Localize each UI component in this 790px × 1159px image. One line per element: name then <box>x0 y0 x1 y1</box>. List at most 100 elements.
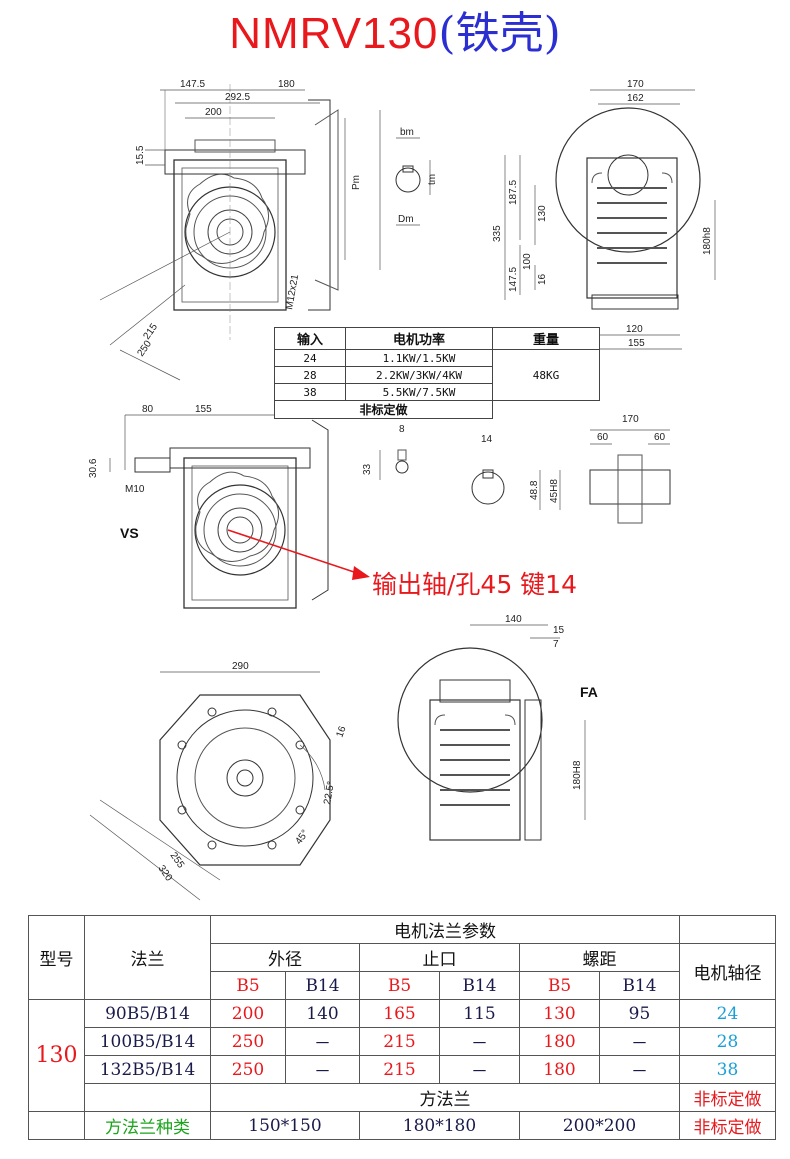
power-cell: 1.1KW/1.5KW <box>345 349 493 367</box>
value-cell: － <box>439 1055 520 1084</box>
blank-cell <box>84 1083 211 1112</box>
dim-text: 45H8 <box>549 479 560 503</box>
ratio-cell: 24 <box>274 349 346 367</box>
value-cell: － <box>285 1055 360 1084</box>
value-cell: － <box>599 1055 680 1084</box>
value-cell: － <box>285 1027 360 1056</box>
blank-cell <box>679 915 776 944</box>
dim-text: 120 <box>626 324 643 335</box>
value-cell: 215 <box>359 1055 440 1084</box>
table-row: 非标定做 <box>274 400 600 419</box>
header-shaft: 电机轴径 <box>679 943 776 1000</box>
dim-text: 16 <box>537 273 548 285</box>
fa-label: FA <box>580 684 598 700</box>
table-row: 100B5/B14 250 － 215 － 180 － 28 <box>29 1027 776 1056</box>
table-row: 38 5.5KW/7.5KW <box>274 383 600 401</box>
technical-drawing: VS FA 147.5 180 292.5 200 15.5 bm tm Dm … <box>88 79 716 901</box>
header-power: 电机功率 <box>345 327 493 350</box>
weight-cell: 48KG <box>492 349 600 401</box>
dim-text: 180h8 <box>702 227 713 255</box>
custom-cell: 非标定做 <box>679 1111 776 1140</box>
square-type-cell: 150*150 <box>210 1111 360 1140</box>
model-cell: 130 <box>28 999 85 1112</box>
table-row: 130 90B5/B14 200 140 165 115 130 95 24 <box>28 999 776 1112</box>
vs-key-diagram <box>379 449 561 510</box>
dim-text: 180 <box>278 79 295 90</box>
header-model: 型号 <box>28 915 85 1000</box>
flange-cell: 90B5/B14 <box>84 999 211 1028</box>
ratio-cell: 28 <box>274 366 346 384</box>
table-row: 132B5/B14 250 － 215 － 180 － 38 <box>29 1055 776 1084</box>
custom-cell: 非标定做 <box>274 400 493 419</box>
dim-text: 7 <box>553 639 559 650</box>
value-cell: 200 <box>210 999 286 1028</box>
square-flange-header: 方法兰 <box>210 1083 680 1112</box>
dim-text: 130 <box>537 205 548 222</box>
header-weight: 重量 <box>492 327 600 350</box>
dim-text: 140 <box>505 614 522 625</box>
dim-text: 80 <box>142 404 154 415</box>
dim-text: 200 <box>205 107 222 118</box>
dim-text: 48.8 <box>529 480 540 500</box>
dim-text: 147.5 <box>180 79 205 90</box>
dim-text: Pm <box>351 175 362 190</box>
header-outer: 外径 <box>210 943 360 972</box>
table-header-row: 输入 电机功率 重量 <box>274 327 600 350</box>
dim-text: 33 <box>362 463 373 475</box>
value-cell: 115 <box>439 999 520 1028</box>
value-cell: 130 <box>519 999 600 1028</box>
value-cell: 180 <box>519 1055 600 1084</box>
shaft-key-diagram <box>379 110 431 270</box>
table-row: 型号 法兰 电机法兰参数 <box>28 915 776 1000</box>
custom-cell: 非标定做 <box>679 1083 776 1112</box>
dim-text: 335 <box>492 225 503 242</box>
flange-cell: 132B5/B14 <box>84 1055 211 1084</box>
vs-label: VS <box>120 525 139 541</box>
flange-cell: 100B5/B14 <box>84 1027 211 1056</box>
sub-b14: B14 <box>285 971 360 1000</box>
dim-text: Dm <box>398 214 414 225</box>
output-shaft-note: 输出轴/孔45 键14 <box>372 570 577 599</box>
dim-text: 16 <box>334 724 348 739</box>
callout-arrow <box>227 529 370 580</box>
page-title: NMRV130(铁壳) <box>0 2 790 66</box>
header-pitch: 螺距 <box>519 943 680 972</box>
power-cell: 2.2KW/3KW/4KW <box>345 366 493 384</box>
header-spigot: 止口 <box>359 943 520 972</box>
dim-text: tm <box>427 174 438 185</box>
dim-text: 15 <box>553 625 565 636</box>
motor-power-table: 输入 电机功率 重量 24 1.1KW/1.5KW 48KG 28 2.2KW/… <box>274 327 600 419</box>
blank-cell <box>28 1111 85 1140</box>
dim-text: 292.5 <box>225 92 250 103</box>
side-view <box>504 89 716 350</box>
header-flange: 法兰 <box>84 915 211 1000</box>
shaft-cell: 38 <box>679 1055 776 1084</box>
value-cell: 140 <box>285 999 360 1028</box>
sub-b14: B14 <box>599 971 680 1000</box>
dim-text: M10 <box>125 484 145 495</box>
value-cell: 250 <box>210 1027 286 1056</box>
sub-b5: B5 <box>359 971 440 1000</box>
dim-text: M12x21 <box>284 273 301 310</box>
dim-text: 187.5 <box>508 180 519 205</box>
dim-text: 22.5° <box>322 780 337 805</box>
dim-text: 170 <box>622 414 639 425</box>
value-cell: 250 <box>210 1055 286 1084</box>
power-cell: 5.5KW/7.5KW <box>345 383 493 401</box>
table-row: 方法兰 非标定做 <box>29 1083 776 1112</box>
dim-text: 155 <box>628 338 645 349</box>
dim-text: bm <box>400 127 414 138</box>
value-cell: － <box>439 1027 520 1056</box>
value-cell: 95 <box>599 999 680 1028</box>
dim-text: 250 <box>135 338 154 358</box>
housing-title: (铁壳) <box>438 8 561 59</box>
square-type-cell: 180*180 <box>359 1111 520 1140</box>
flange-params-table: 型号 法兰 电机法兰参数 外径 止口 螺距 电机轴径 B5 B14 B5 B14… <box>28 915 776 1140</box>
square-type-cell: 200*200 <box>519 1111 680 1140</box>
dim-text: 15.5 <box>135 145 146 165</box>
sub-b5: B5 <box>210 971 286 1000</box>
vs-view <box>109 414 329 609</box>
table-row: 24 1.1KW/1.5KW 48KG <box>274 349 600 401</box>
hollow-shaft-view <box>589 429 671 524</box>
dim-text: 255 <box>168 850 187 870</box>
